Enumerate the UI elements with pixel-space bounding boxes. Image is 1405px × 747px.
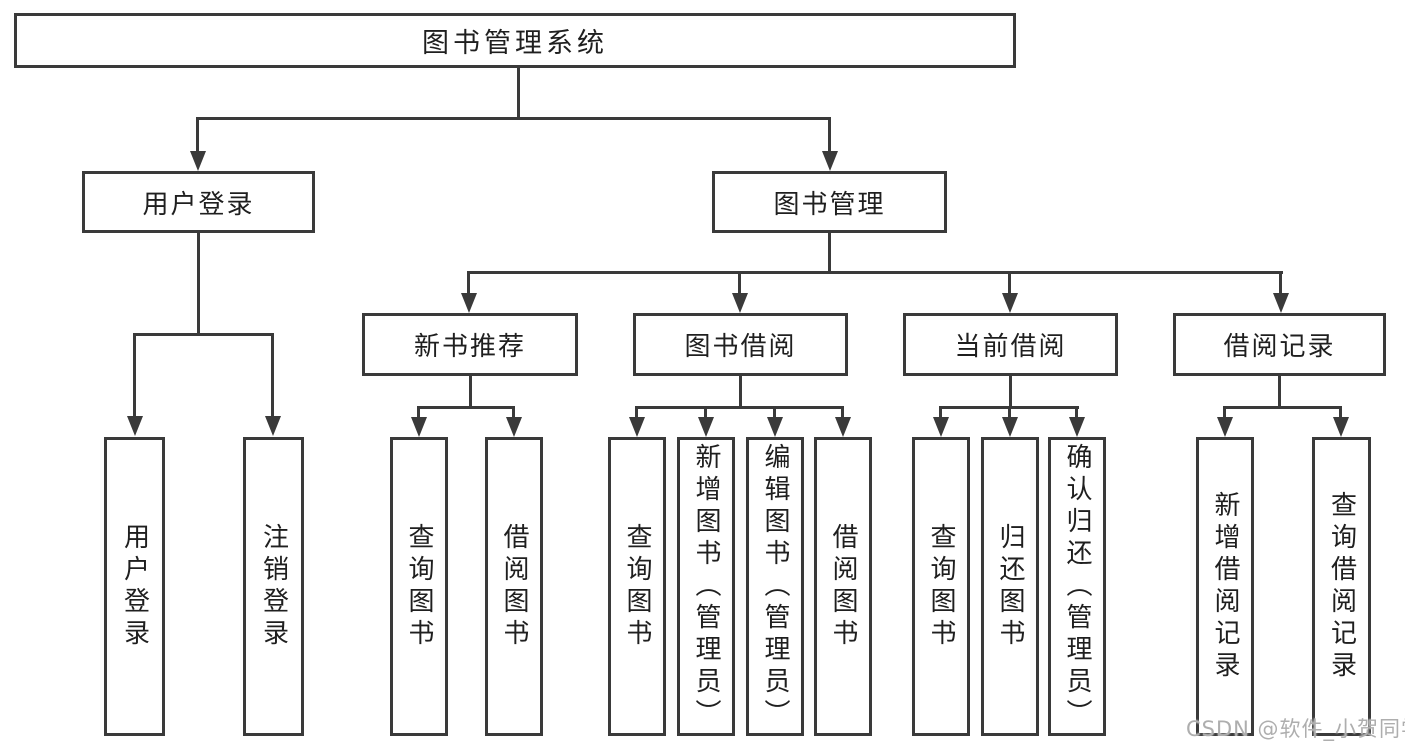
node-borrow-books: 借阅图书 [485, 437, 543, 736]
arrowhead-down-icon [698, 417, 714, 437]
connector-stem-leaf [704, 406, 707, 419]
arrowhead-down-icon [127, 416, 143, 436]
connector-stem-leaf [841, 406, 844, 419]
arrowhead-down-icon [629, 417, 645, 437]
connector-user-login-rail [133, 333, 274, 336]
connector-records-rail [1223, 406, 1342, 409]
connector-level2-rail [196, 117, 831, 120]
arrowhead-down-icon [1069, 417, 1085, 437]
node-book-borrowing: 图书借阅 [633, 313, 848, 376]
connector-stem-login-leaf [133, 333, 136, 418]
arrowhead-down-icon [732, 293, 748, 313]
connector-stem-leaf [1008, 406, 1011, 419]
connector-new-books-rail [417, 406, 515, 409]
node-current-borrowing: 当前借阅 [903, 313, 1118, 376]
connector-borrowing-trunk [739, 374, 742, 409]
connector-stem-records [1279, 271, 1282, 295]
node-return-books: 归还图书 [981, 437, 1039, 736]
arrowhead-down-icon [822, 151, 838, 171]
node-logout-action: 注销登录 [243, 437, 304, 736]
connector-stem-leaf [939, 406, 942, 419]
node-label: 用户登录 [142, 189, 255, 220]
arrowhead-down-icon [1002, 417, 1018, 437]
node-label: 用户登录 [119, 522, 150, 651]
arrowhead-down-icon [265, 416, 281, 436]
connector-user-login-trunk [197, 231, 200, 335]
node-label: 查询图书 [404, 522, 434, 651]
node-query-books: 查询图书 [608, 437, 666, 736]
arrowhead-down-icon [1273, 293, 1289, 313]
node-label: 查询图书 [926, 522, 956, 651]
arrowhead-down-icon [933, 417, 949, 437]
arrowhead-down-icon [190, 151, 206, 171]
node-label: 图书管理 [773, 189, 886, 220]
arrowhead-down-icon [1217, 417, 1233, 437]
connector-stem-leaf [1075, 406, 1078, 419]
connector-stem-book-management [828, 117, 831, 155]
connector-stem-leaf [635, 406, 638, 419]
arrowhead-down-icon [506, 417, 522, 437]
node-label: 图书管理系统 [422, 28, 608, 59]
csdn-watermark: CSDN @软件_小贺同学 [1186, 717, 1405, 741]
node-user-login-action: 用户登录 [104, 437, 165, 736]
node-query-books: 查询图书 [912, 437, 970, 736]
node-label: 新增借阅记录 [1210, 490, 1240, 683]
connector-book-management-trunk [828, 231, 831, 274]
node-query-borrow-record: 查询借阅记录 [1312, 437, 1371, 736]
node-new-book-recommendation: 新书推荐 [362, 313, 578, 376]
node-label: 借阅图书 [828, 522, 858, 651]
node-label: 查询借阅记录 [1326, 490, 1357, 683]
connector-level3-rail [467, 271, 1283, 274]
node-label: 确认归还（管理员） [1062, 442, 1092, 731]
node-label: 当前借阅 [954, 332, 1067, 362]
connector-stem-leaf [773, 406, 776, 419]
connector-stem-borrowing [738, 271, 741, 295]
connector-root-trunk [517, 66, 520, 119]
connector-stem-logout-leaf [271, 333, 274, 418]
arrowhead-down-icon [411, 417, 427, 437]
node-book-management: 图书管理 [712, 171, 947, 233]
arrowhead-down-icon [1333, 417, 1349, 437]
node-label: 新增图书（管理员） [691, 442, 721, 731]
node-label: 归还图书 [995, 522, 1025, 651]
node-confirm-return-admin: 确认归还（管理员） [1048, 437, 1106, 736]
node-label: 查询图书 [622, 522, 652, 651]
node-root-library-system: 图书管理系统 [14, 13, 1016, 68]
node-add-book-admin: 新增图书（管理员） [677, 437, 735, 736]
arrowhead-down-icon [1002, 293, 1018, 313]
connector-stem-leaf [1223, 406, 1226, 419]
node-user-login: 用户登录 [82, 171, 315, 233]
connector-stem-current [1008, 271, 1011, 295]
connector-stem-leaf [1339, 406, 1342, 419]
connector-records-trunk [1278, 374, 1281, 409]
node-edit-book-admin: 编辑图书（管理员） [746, 437, 804, 736]
arrowhead-down-icon [835, 417, 851, 437]
node-label: 图书借阅 [684, 332, 797, 362]
connector-stem-leaf [417, 406, 420, 419]
node-label: 借阅图书 [499, 522, 529, 651]
connector-stem-new-books [467, 271, 470, 295]
connector-stem-leaf [512, 406, 515, 419]
node-borrowing-records: 借阅记录 [1173, 313, 1386, 376]
node-query-books: 查询图书 [390, 437, 448, 736]
arrowhead-down-icon [461, 293, 477, 313]
node-label: 借阅记录 [1223, 332, 1336, 362]
node-borrow-books: 借阅图书 [814, 437, 872, 736]
node-label: 新书推荐 [413, 332, 526, 362]
arrowhead-down-icon [767, 417, 783, 437]
connector-stem-user-login [196, 117, 199, 155]
connector-current-trunk [1009, 374, 1012, 409]
connector-new-books-trunk [469, 374, 472, 409]
node-label: 编辑图书（管理员） [760, 442, 790, 731]
connector-borrowing-rail [635, 406, 844, 409]
node-add-borrow-record: 新增借阅记录 [1196, 437, 1254, 736]
node-label: 注销登录 [258, 522, 289, 651]
